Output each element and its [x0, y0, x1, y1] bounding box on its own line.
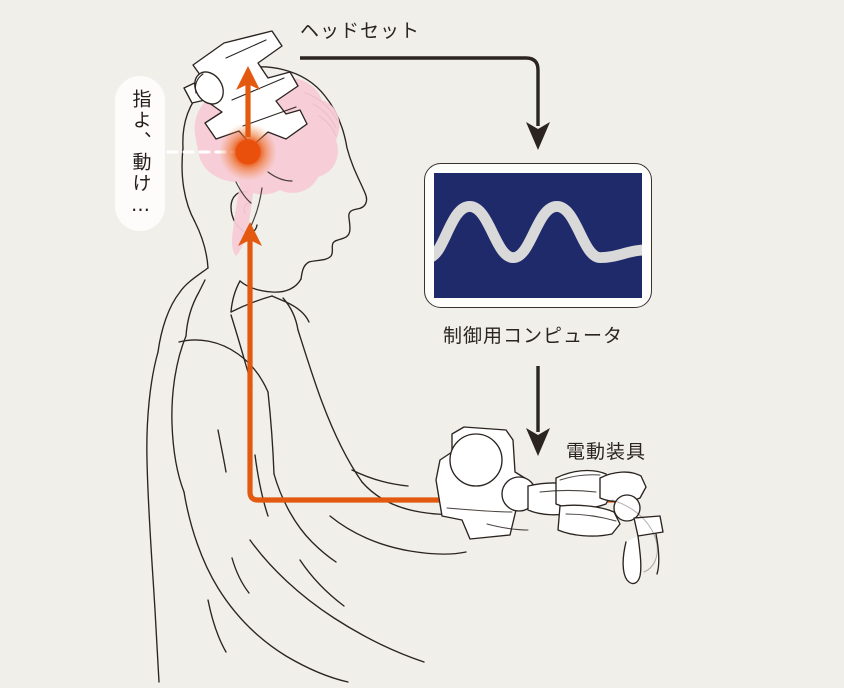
arrow-hand-to-brain-shaft — [247, 236, 628, 503]
label-headset: ヘッドセット — [300, 20, 421, 42]
arrow-headset-to-computer-head — [526, 122, 550, 150]
control-computer-monitor[interactable] — [424, 163, 652, 308]
arrow-computer-to-orthosis-head — [526, 428, 550, 456]
arrow-headset-to-computer-shaft — [300, 56, 540, 126]
label-control-computer: 制御用コンピュータ — [443, 325, 624, 347]
thought-speech-bubble: 指よ、動け… — [115, 76, 165, 231]
label-powered-orthosis: 電動装具 — [566, 441, 647, 463]
speech-bubble-text: 指よ、動け… — [129, 89, 152, 218]
arrow-hand-to-brain-head — [238, 222, 262, 246]
monitor-screen — [434, 173, 642, 298]
brainwave-waveform — [434, 201, 642, 264]
arrow-brain-to-headset-head — [236, 66, 260, 90]
